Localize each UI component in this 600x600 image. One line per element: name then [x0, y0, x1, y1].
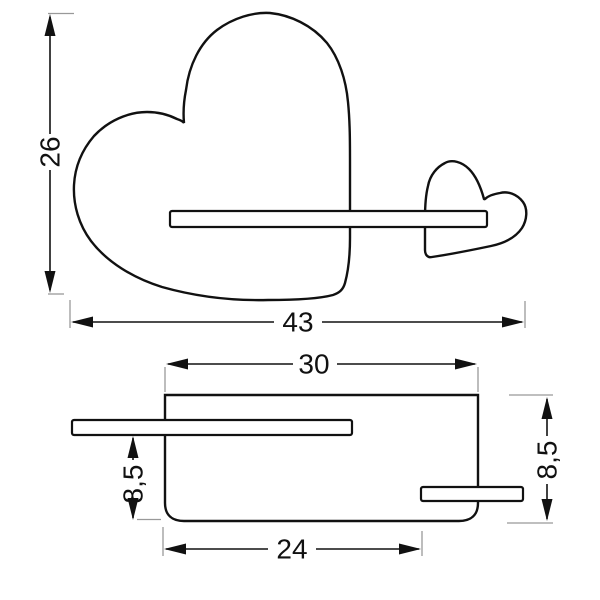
- arrow-up-icon: [541, 397, 553, 419]
- arrow-right-icon: [455, 358, 477, 370]
- dim-label-height: 26: [35, 136, 66, 167]
- arrow-down-icon: [127, 498, 139, 520]
- dim-width-43: 43: [69, 300, 526, 338]
- side-left-shelf-bar: [70, 418, 354, 437]
- dim-label-left-height: 8,5: [118, 465, 149, 504]
- arrow-down-icon: [44, 271, 56, 293]
- arrow-left-icon: [164, 543, 186, 555]
- arrow-left-icon: [71, 316, 93, 328]
- dim-bottom-width-24: 24: [162, 527, 423, 565]
- small-heart-outline: [423, 160, 528, 259]
- arrow-right-icon: [502, 316, 524, 328]
- arrow-down-icon: [541, 499, 553, 521]
- side-view: 30 8,5 24 8,5: [70, 349, 563, 565]
- arrow-left-icon: [166, 358, 188, 370]
- dim-label-width: 43: [282, 307, 313, 338]
- dim-height-26: 26: [35, 12, 74, 295]
- dim-label-right-height: 8,5: [532, 441, 563, 480]
- dim-label-bottom-width: 24: [276, 534, 307, 565]
- dim-label-top-width: 30: [298, 349, 329, 380]
- arrow-right-icon: [399, 543, 421, 555]
- dim-right-height-85: 8,5: [507, 394, 563, 524]
- front-view: 26 43: [35, 11, 528, 338]
- dim-top-width-30: 30: [164, 349, 479, 392]
- big-heart-outline: [72, 11, 352, 302]
- dim-left-height-85: 8,5: [118, 436, 161, 521]
- side-right-shelf-bar: [419, 485, 525, 503]
- arrow-up-icon: [44, 14, 56, 36]
- arrow-up-icon: [127, 436, 139, 458]
- front-shelf-bar: [168, 209, 489, 229]
